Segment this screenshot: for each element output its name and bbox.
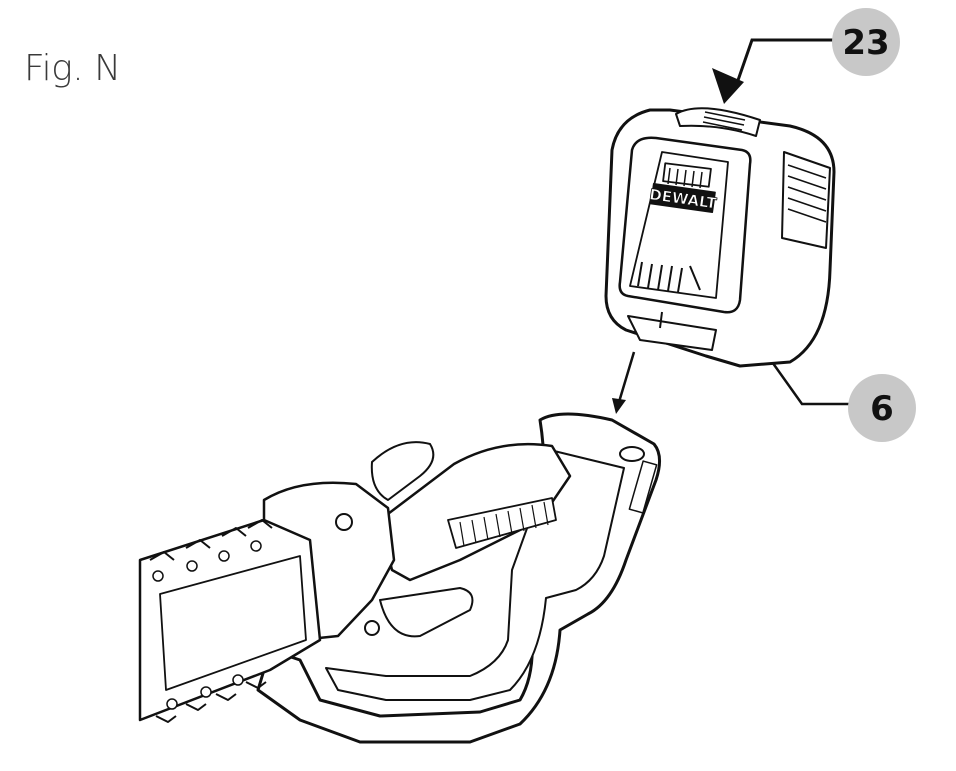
- pole-saw-tool: [138, 412, 661, 744]
- insertion-arrow-head: [612, 398, 626, 414]
- callout-23-number: 23: [842, 23, 889, 63]
- callout-23-leader: [734, 38, 838, 87]
- battery-release-button: [675, 107, 761, 137]
- battery-pack: DEWALT: [604, 107, 836, 368]
- callout-6-number: 6: [870, 389, 894, 429]
- callout-23: 23: [712, 8, 900, 104]
- callout-23-arrowhead: [712, 68, 744, 104]
- figure-label: Fig. N: [24, 48, 121, 89]
- insertion-arrow-shaft: [617, 351, 636, 403]
- insertion-arrow: [612, 351, 636, 414]
- callout-23-circle: [832, 8, 900, 76]
- brand-plate: [650, 183, 716, 213]
- callout-6-circle: [848, 374, 916, 442]
